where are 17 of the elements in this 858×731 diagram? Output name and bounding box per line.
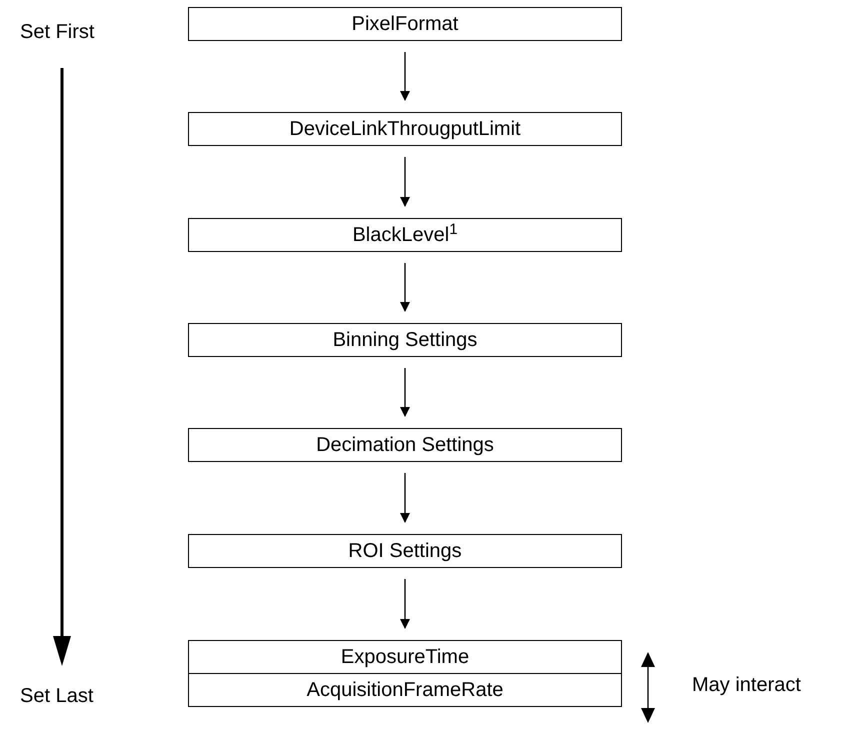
process-box: ExposureTime bbox=[188, 640, 622, 674]
note-label: May interact bbox=[692, 675, 801, 695]
process-box: ROI Settings bbox=[188, 534, 622, 568]
arrow bbox=[400, 368, 410, 417]
arrow bbox=[400, 473, 410, 523]
process-box: AcquisitionFrameRate bbox=[188, 673, 622, 707]
process-box: PixelFormat bbox=[188, 7, 622, 41]
note-label: Set First bbox=[20, 22, 94, 42]
note-label: Set Last bbox=[20, 686, 94, 706]
process-box: Decimation Settings bbox=[188, 428, 622, 462]
process-box: DeviceLinkThrougputLimit bbox=[188, 112, 622, 146]
arrow bbox=[400, 157, 410, 207]
process-box: Binning Settings bbox=[188, 323, 622, 357]
process-box: BlackLevel$^{1}$ bbox=[188, 218, 622, 252]
arrow bbox=[400, 579, 410, 629]
arrow bbox=[400, 263, 410, 312]
arrow bbox=[400, 52, 410, 101]
